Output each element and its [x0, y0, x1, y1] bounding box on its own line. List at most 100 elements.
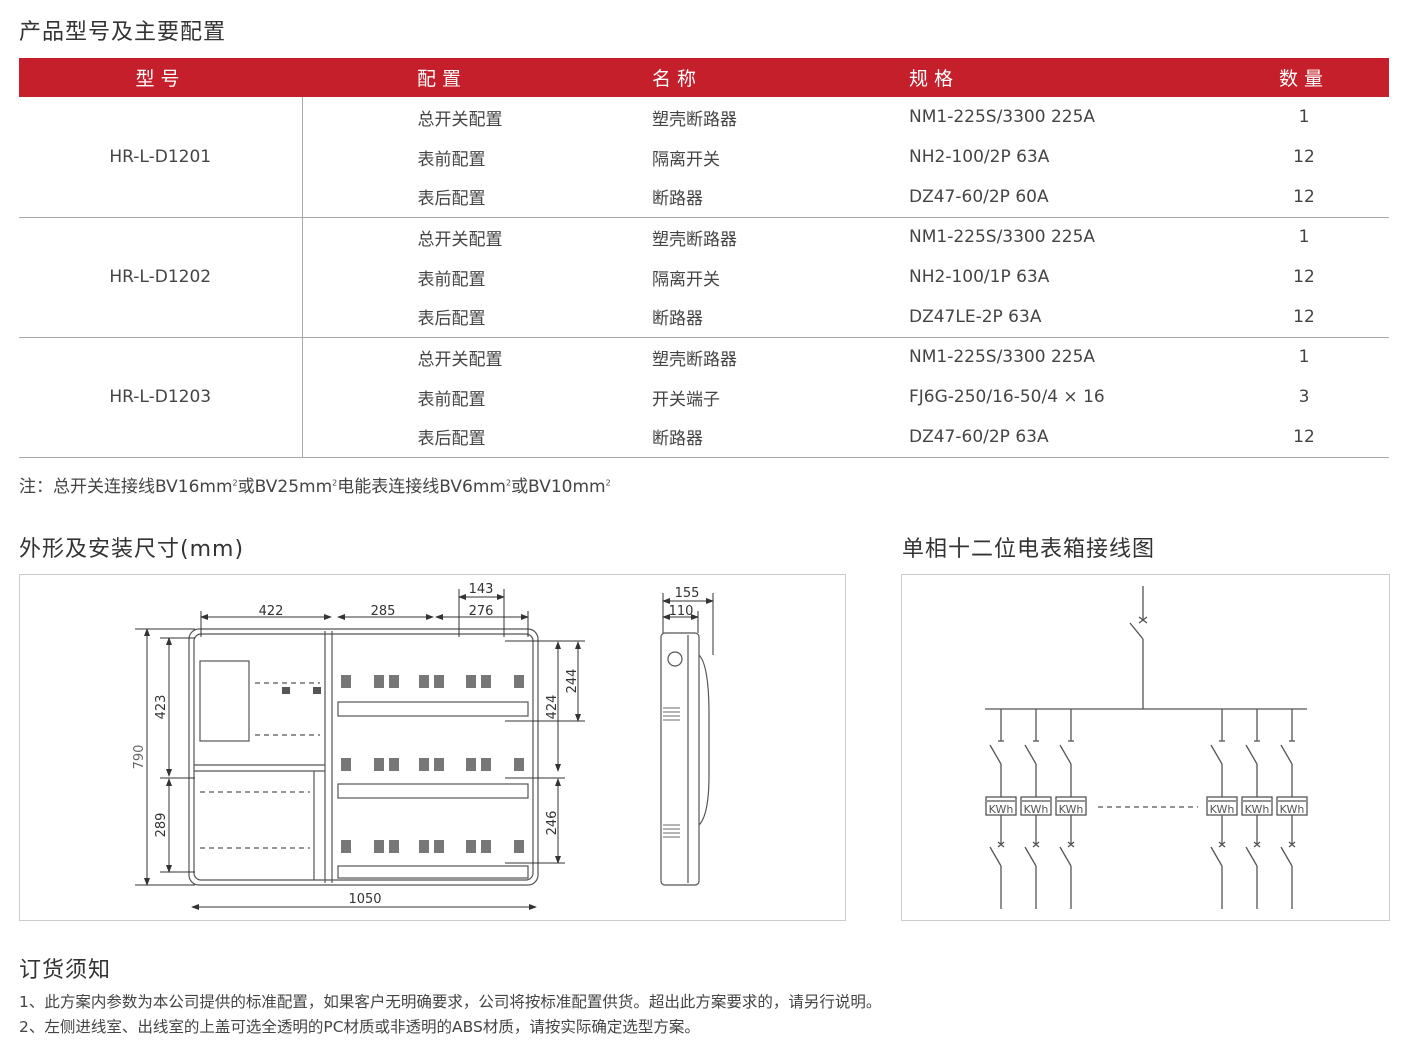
qty-cell: 12 — [1219, 417, 1389, 458]
dim-790: 790 — [132, 745, 147, 770]
meter-branch: KWh — [1020, 709, 1052, 909]
name-cell: 塑壳断路器 — [652, 109, 737, 130]
spec-cell: NM1-225S/3300 225A — [909, 227, 1096, 248]
cfg-cell: 表前配置 — [417, 269, 486, 290]
cfg-cell: 表后配置 — [302, 177, 652, 218]
meter-slot — [481, 840, 491, 853]
model-cell: HR-L-D1203 — [19, 337, 303, 458]
name-cell: 断路器 — [652, 177, 909, 218]
meter-slot — [389, 758, 399, 771]
section-title-wiring: 单相十二位电表箱接线图 — [902, 537, 1156, 562]
meter-slot — [374, 758, 384, 771]
note-text: 注：总开关连接线BV16mm — [19, 477, 233, 497]
qty-cell: 1 — [1298, 347, 1310, 368]
meter-slot — [481, 758, 491, 771]
dim-143: 143 — [469, 582, 494, 597]
cfg-cell: 表前配置 — [417, 149, 486, 170]
name-cell: 开关端子 — [652, 389, 720, 410]
main-switch-blade — [1129, 622, 1144, 640]
note-sup: 2 — [505, 478, 512, 488]
dim-423: 423 — [154, 695, 169, 720]
meter-slot — [514, 758, 524, 771]
spec-cell: DZ47-60/2P 63A — [909, 417, 1219, 458]
dim-244: 244 — [565, 669, 580, 694]
meter-label: KWh — [1245, 803, 1270, 816]
meter-slot — [341, 840, 351, 853]
meter-slot — [514, 840, 524, 853]
header-name: 名称 — [652, 58, 909, 97]
meter-slot — [389, 840, 399, 853]
name-cell: 隔离开关 — [652, 269, 720, 290]
dim-110: 110 — [669, 604, 694, 619]
meter-slot — [481, 675, 491, 688]
name-cell: 塑壳断路器 — [652, 349, 737, 370]
indicator — [282, 687, 290, 694]
meter-modules — [341, 675, 524, 853]
note-sup: 2 — [232, 478, 238, 488]
name-cell: 塑壳断路器 — [652, 229, 737, 250]
qty-cell: 12 — [1293, 267, 1315, 287]
section-title-models: 产品型号及主要配置 — [19, 20, 227, 45]
wiring-note: 注：总开关连接线BV16mm2或BV25mm2电能表连接线BV6mm2或BV10… — [19, 472, 611, 497]
meter-slot — [389, 675, 399, 688]
meter-branch: KWh — [1055, 709, 1087, 909]
dim-424: 424 — [545, 695, 560, 720]
meter-slot — [419, 758, 429, 771]
indicator — [313, 687, 321, 694]
cfg-cell: 表前配置 — [417, 389, 486, 410]
dim-246: 246 — [545, 811, 560, 836]
wiring-svg: KWh KWh KWh KWh KWh KWh — [985, 586, 1308, 909]
ordering-item: 1、此方案内参数为本公司提供的标准配置，如果客户无明确要求，公司将按标准配置供货… — [19, 993, 882, 1011]
meter-branch: KWh — [1276, 709, 1308, 909]
spec-cell: NM1-225S/3300 225A — [909, 107, 1096, 127]
meter-branch: KWh — [985, 709, 1017, 909]
cfg-cell: 表后配置 — [302, 417, 652, 458]
spec-cell: DZ47-60/2P 60A — [909, 177, 1219, 218]
meter-slot — [466, 840, 476, 853]
qty-cell: 3 — [1298, 387, 1310, 407]
section-title-dimensions: 外形及安装尺寸(mm) — [19, 537, 245, 562]
meter-branch: KWh — [1206, 709, 1238, 909]
dimension-drawing: 422 285 276 143 1050 155 110 790 423 289… — [19, 574, 846, 921]
meter-label: KWh — [989, 803, 1014, 816]
cfg-cell: 总开关配置 — [417, 349, 503, 370]
dim-422: 422 — [259, 604, 284, 619]
qty-cell: 12 — [1219, 177, 1389, 218]
spec-cell: DZ47LE-2P 63A — [909, 297, 1219, 338]
header-config: 配置 — [302, 58, 652, 97]
meter-slot — [466, 758, 476, 771]
meter-slot — [419, 675, 429, 688]
section-title-ordering: 订货须知 — [19, 958, 112, 983]
main-breaker-mark — [1138, 616, 1148, 624]
table-row: HR-L-D1203 总开关配置 塑壳断路器 NM1-225S/3300 225A 1 — [19, 337, 1389, 458]
meter-slot — [341, 675, 351, 688]
meter-slot — [374, 840, 384, 853]
note-text: 或BV25mm — [237, 477, 333, 497]
meter-slot — [434, 758, 444, 771]
name-cell: 断路器 — [652, 297, 909, 338]
dim-1050: 1050 — [348, 892, 381, 907]
name-cell: 隔离开关 — [652, 149, 720, 170]
spec-cell: NH2-100/2P 63A — [909, 147, 1050, 167]
meter-label: KWh — [1024, 803, 1049, 816]
meter-slot — [466, 675, 476, 688]
header-qty: 数量 — [1219, 58, 1389, 97]
table-header: 型号 配置 名称 规格 数量 — [19, 58, 1389, 97]
meter-slot — [374, 675, 384, 688]
qty-cell: 12 — [1219, 297, 1389, 338]
meter-branch: KWh — [1241, 709, 1273, 909]
cfg-cell: 表后配置 — [302, 297, 652, 338]
name-cell: 断路器 — [652, 417, 909, 458]
note-text: 或BV10mm — [511, 477, 606, 497]
dim-155: 155 — [675, 586, 700, 601]
spec-cell: NM1-225S/3300 225A — [909, 347, 1096, 368]
meter-slot — [514, 675, 524, 688]
enclosure-front — [188, 628, 539, 886]
dim-285: 285 — [371, 604, 396, 619]
